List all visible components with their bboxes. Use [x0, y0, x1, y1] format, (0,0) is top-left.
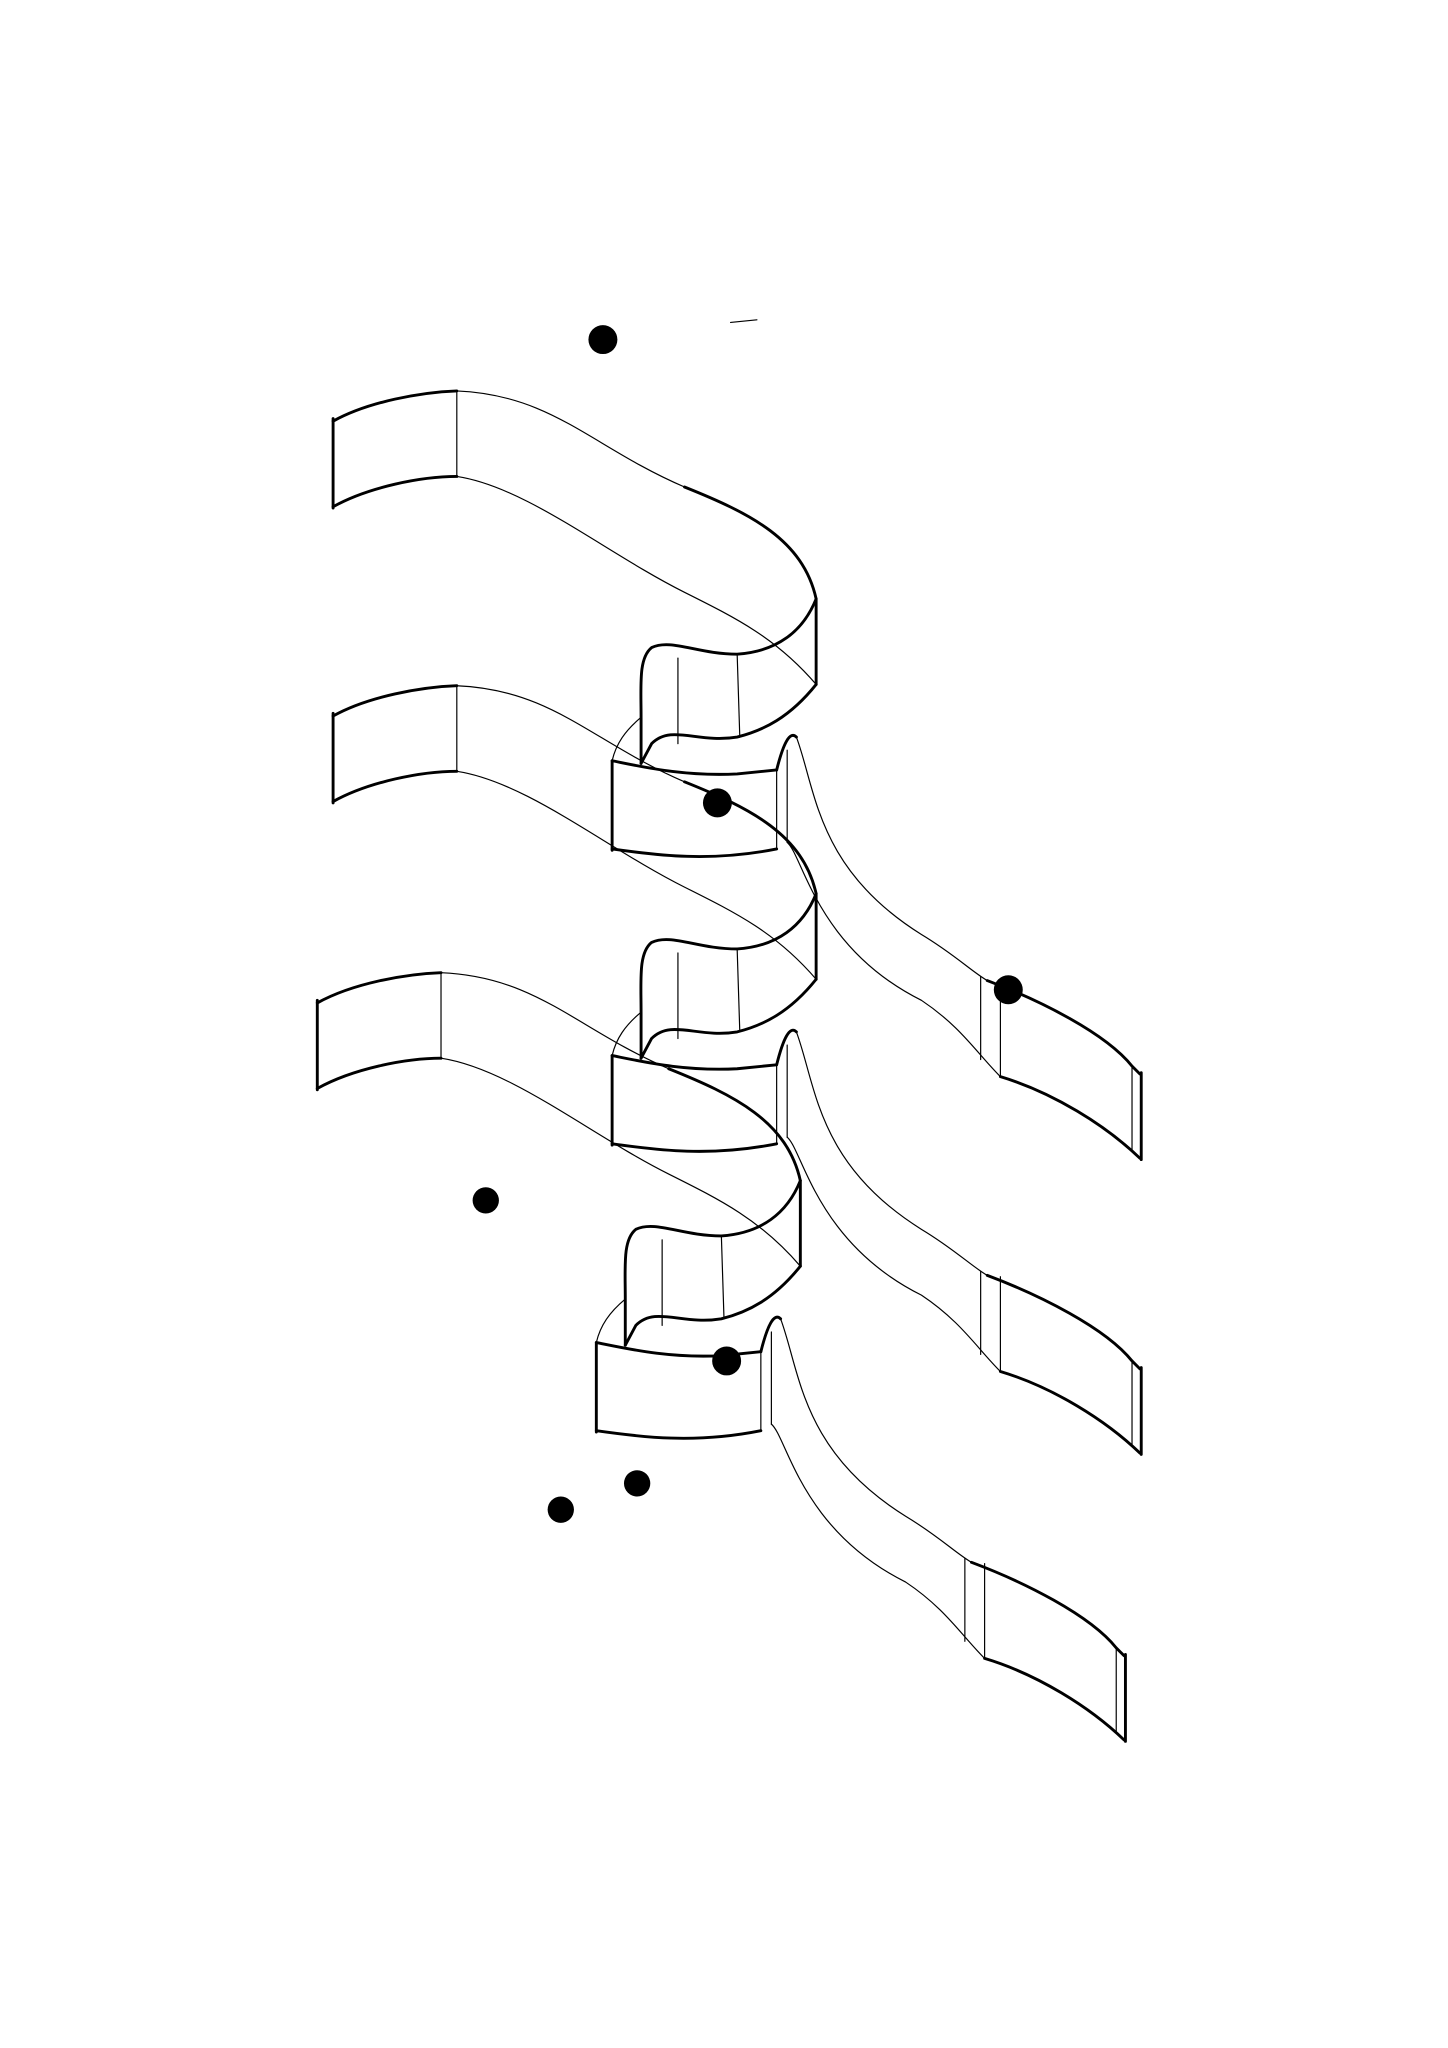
dot — [472, 1187, 499, 1214]
dot — [993, 975, 1023, 1005]
dot — [588, 325, 618, 355]
stray-mark — [729, 319, 758, 324]
ribbon-2 — [331, 684, 1143, 1456]
dot — [623, 1470, 651, 1497]
dot — [702, 788, 732, 818]
dot — [712, 1346, 742, 1376]
dot — [547, 1496, 574, 1523]
ribbon-1 — [331, 389, 1143, 1162]
